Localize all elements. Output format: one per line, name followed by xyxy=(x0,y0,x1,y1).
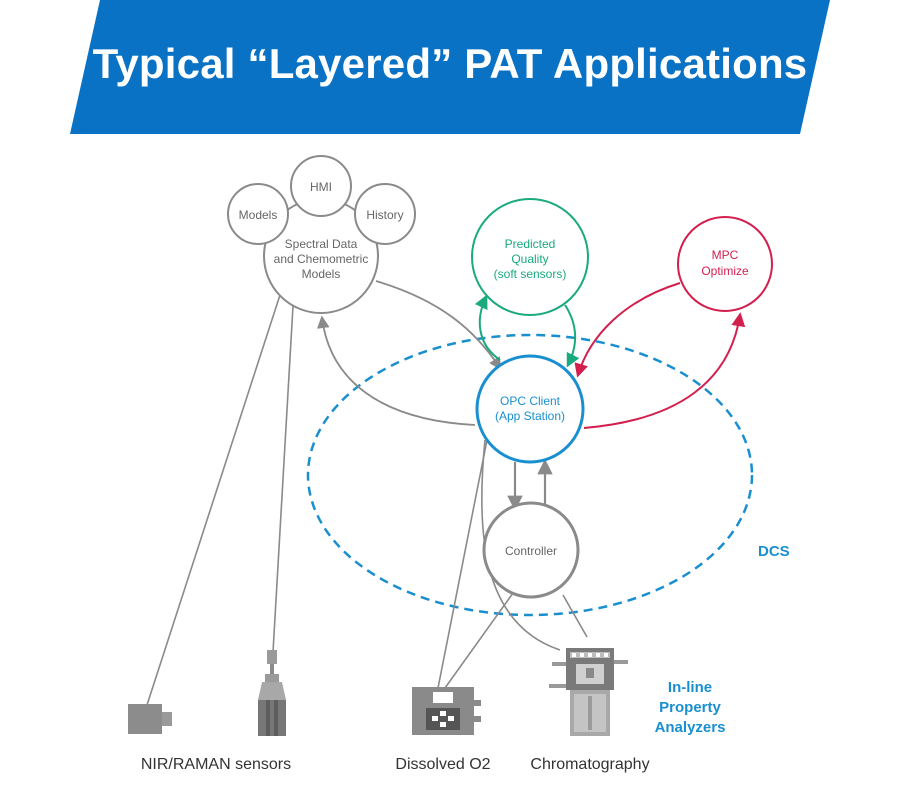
arrow-opc-to-predicted xyxy=(474,294,501,361)
chromatograph-icon xyxy=(549,648,628,736)
hmi-label: HMI xyxy=(310,180,332,194)
arrow-opc-to-mpc xyxy=(583,312,746,429)
nir-raman-label: NIR/RAMAN sensors xyxy=(141,756,291,773)
line-spectral-nir xyxy=(146,294,281,706)
models-label: Models xyxy=(239,208,278,222)
dissolved-o2-analyzer-icon xyxy=(412,687,481,735)
camera-sensor-icon xyxy=(128,704,172,734)
arrow-opc-to-spectral xyxy=(317,315,476,426)
page-title: Typical “Layered” PAT Applications xyxy=(92,40,808,87)
spectral-label-line2: and Chemometric xyxy=(274,252,369,266)
arrow-mpc-to-opc xyxy=(574,282,681,378)
controller-node xyxy=(482,501,580,599)
mpc-node xyxy=(677,216,773,312)
chromatography-label: Chromatography xyxy=(530,756,649,773)
banner-shape xyxy=(70,0,830,134)
sensor-lines xyxy=(146,294,588,706)
spectral-label-line1: Spectral Data xyxy=(285,237,358,251)
opc-label-line2: (App Station) xyxy=(495,409,565,423)
line-opc-o2 xyxy=(437,439,488,689)
line-controller-chroma xyxy=(562,594,588,638)
arrow-spectral-to-opc xyxy=(375,280,502,371)
mpc-label-line2: Optimize xyxy=(701,264,749,278)
spectral-label-line3: Models xyxy=(302,267,341,281)
inline-label-line1: In-line xyxy=(668,679,712,696)
probe-sensor-icon xyxy=(258,650,286,736)
line-controller-o2 xyxy=(444,592,514,689)
dcs-boundary xyxy=(306,333,754,617)
opc-client-node xyxy=(475,354,585,464)
opc-label-line1: OPC Client xyxy=(500,394,561,408)
mpc-label-line1: MPC xyxy=(712,248,739,262)
hmi-node xyxy=(290,155,352,217)
history-label: History xyxy=(366,208,403,222)
title-banner xyxy=(70,0,830,134)
inline-label-line2: Property xyxy=(659,699,721,716)
predicted-label-line2: Quality xyxy=(511,252,548,266)
history-node xyxy=(354,183,416,245)
predicted-quality-node xyxy=(471,198,589,316)
inline-label-line3: Analyzers xyxy=(655,719,726,736)
predicted-label-line1: Predicted xyxy=(505,237,556,251)
arrow-predicted-to-opc xyxy=(564,304,580,368)
dissolved-o2-label: Dissolved O2 xyxy=(395,756,490,773)
dcs-label: DCS xyxy=(758,543,790,560)
controller-label: Controller xyxy=(505,544,557,558)
predicted-label-line3: (soft sensors) xyxy=(494,267,567,281)
models-node xyxy=(227,183,289,245)
line-spectral-probe xyxy=(272,305,294,653)
